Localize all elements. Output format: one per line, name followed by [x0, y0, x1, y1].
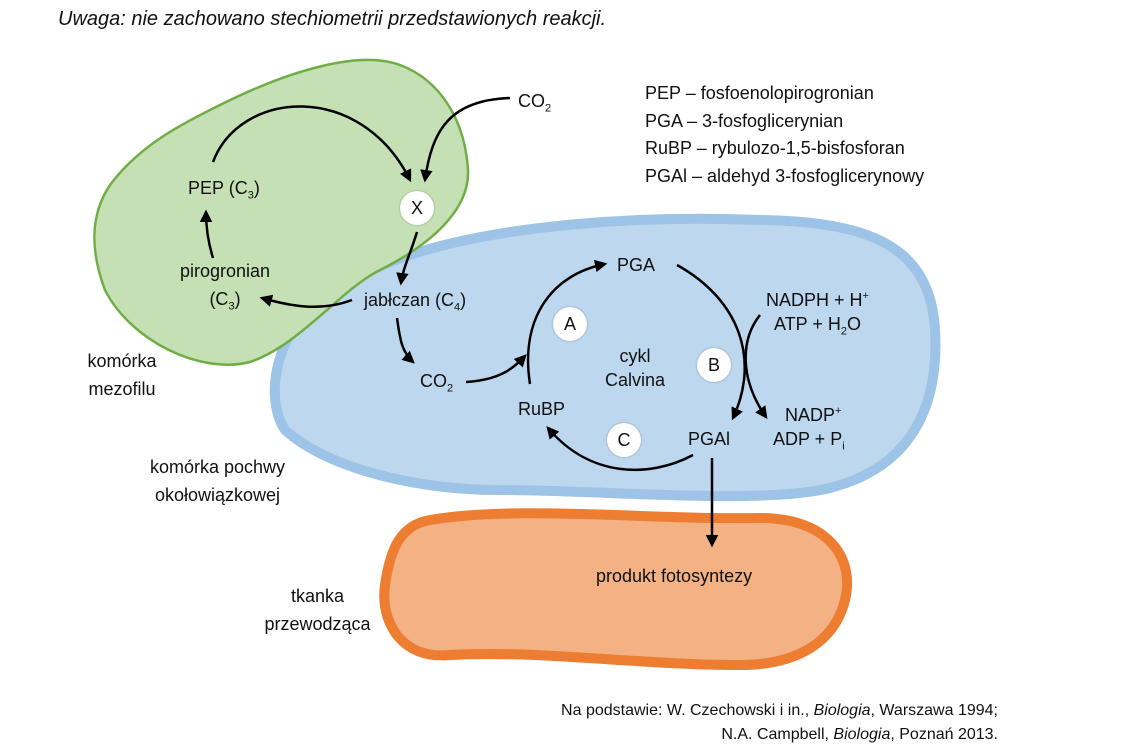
bundle-sheath-shape — [269, 213, 941, 502]
arrow-jablczan-to-pirogronian — [259, 294, 353, 309]
arrow-jablczan-to-co2 — [395, 317, 415, 364]
arrow-pep-to-x — [211, 105, 412, 183]
node-pgal: PGAl — [688, 429, 731, 449]
node-co2-external: CO2 — [518, 91, 552, 115]
step-b-circle: B — [697, 348, 731, 382]
arrow-pirogronian-to-pep — [199, 209, 215, 259]
node-atp: ATP + H2O — [774, 314, 861, 338]
node-nadp: NADP+ — [785, 405, 842, 425]
arrow-co2-into-cycle — [465, 354, 527, 384]
arrow-x-to-jablczan — [396, 231, 419, 286]
source-line-2: N.A. Campbell, Biologia, Poznań 2013. — [721, 726, 998, 743]
legend-rubp: RuBP – rybulozo-1,5-bisfosforan — [645, 138, 905, 158]
arrow-co2-to-x — [420, 96, 511, 183]
arrow-pga-to-pgal — [676, 263, 746, 421]
source-line-1: Na podstawie: W. Czechowski i in., Biolo… — [561, 702, 998, 719]
node-jablczan: jabłczan (C4) — [364, 290, 467, 314]
step-c-circle: C — [607, 423, 641, 457]
legend-pgal: PGAl – aldehyd 3-fosfoglicerynowy — [645, 166, 925, 186]
arrow-rubp-to-pga — [526, 259, 608, 385]
step-a-circle: A — [553, 307, 587, 341]
legend-pep: PEP – fosfoenolopirogronian — [645, 83, 874, 103]
node-pga: PGA — [617, 255, 656, 275]
node-co2-internal: CO2 — [420, 371, 454, 395]
node-rubp: RuBP — [518, 399, 566, 419]
node-x-circle: X — [400, 191, 434, 225]
node-pirogronian: pirogronian (C3) — [179, 261, 271, 313]
mesophyll-shape — [93, 58, 470, 366]
node-pep: PEP (C3) — [188, 178, 260, 202]
arrow-nadph-to-nadp — [744, 314, 768, 420]
arrow-pgal-to-rubp — [546, 426, 694, 472]
vascular-tissue-shape — [379, 508, 853, 671]
legend-pga: PGA – 3-fosfoglicerynian — [645, 111, 844, 131]
stoichiometry-note: Uwaga: nie zachowano stechiometrii przed… — [58, 8, 607, 30]
node-nadph: NADPH + H+ — [766, 290, 869, 310]
node-adp: ADP + Pi — [773, 429, 845, 453]
node-product: produkt fotosyntezy — [596, 566, 753, 586]
